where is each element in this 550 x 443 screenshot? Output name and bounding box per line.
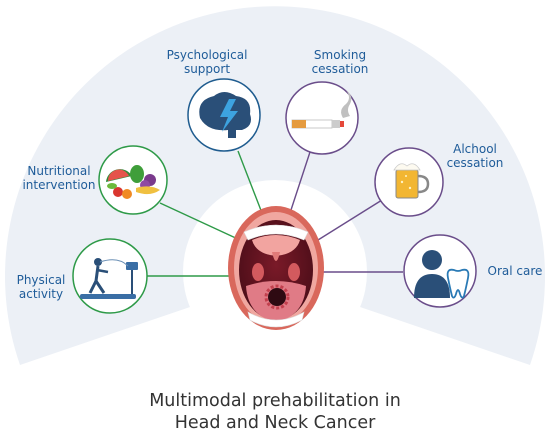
diagram-title-line2: Head and Neck Cancer	[174, 413, 376, 433]
oral-care-node	[403, 234, 477, 308]
treadmill-icon	[80, 258, 138, 299]
connector-psychological	[237, 150, 263, 214]
label-smoking: Smoking cessation	[311, 48, 369, 76]
patient-tooth-icon	[414, 250, 470, 299]
diagram-title-line1: Multimodal prehabilitation in	[149, 391, 401, 411]
brain-lightning-icon	[199, 92, 251, 138]
smoking-node	[285, 81, 359, 155]
fruits-vegetables-icon	[106, 165, 160, 199]
label-nutritional: Nutritional intervention	[22, 164, 96, 192]
label-physical-activity: Physical activity	[16, 273, 66, 301]
connector-smoking	[289, 151, 311, 214]
nutritional-node	[98, 145, 168, 215]
psychological-node	[187, 78, 261, 152]
cigarette-icon	[291, 90, 352, 129]
open-mouth-illustration	[228, 206, 324, 330]
label-oral-care: Oral care	[487, 264, 543, 278]
connector-alcohol	[317, 199, 383, 241]
label-psychological: Psychological support	[166, 48, 248, 76]
alcohol-node	[374, 147, 444, 217]
connector-nutritional	[159, 202, 241, 241]
label-alcohol: Alchool cessation	[446, 142, 504, 170]
physical-activity-node	[72, 238, 148, 314]
beer-mug-icon	[393, 163, 430, 199]
